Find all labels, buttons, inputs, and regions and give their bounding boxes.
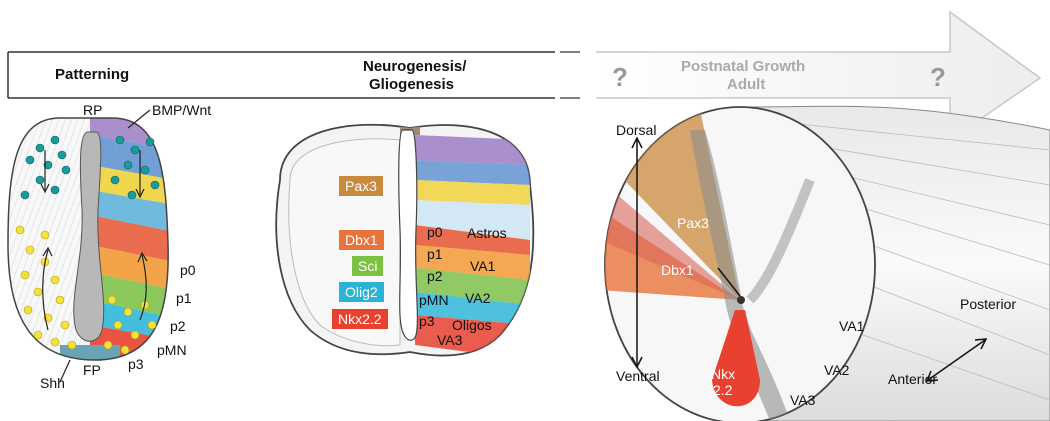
p2-domain-p1: p1 [427,246,443,262]
p2-domain-p3: p3 [419,313,435,329]
bmp-wnt-label: BMP/Wnt [152,102,211,118]
domain-p2-label: p2 [170,318,186,334]
shh-label: Shh [40,375,65,391]
stage-neurogenesis-label-2: Gliogenesis [369,76,454,93]
roof-plate-label: RP [83,102,102,118]
pax3-region-label: Pax3 [677,215,709,231]
adult-va1-label: VA1 [839,318,864,334]
adult-va3-label: VA3 [790,392,815,408]
tf-tag-sci: Sci [352,256,383,276]
floor-plate-label: FP [83,362,101,378]
nkx22-region-label-2: 2.2 [713,382,732,398]
fate-va1: VA1 [470,258,495,274]
p2-domain-p0: p0 [427,224,443,240]
domain-p0-label: p0 [180,262,196,278]
stage-patterning-label: Patterning [55,66,129,83]
nkx22-region-label-1: Nkx [711,366,735,382]
stage-neurogenesis-label-1: Neurogenesis/ [363,58,466,75]
stage-postnatal-label-1: Postnatal Growth [681,58,805,75]
domain-pmn-label: pMN [157,342,187,358]
tf-tag-pax3: Pax3 [339,176,383,196]
dbx1-region-label: Dbx1 [661,262,694,278]
tf-tag-olig2: Olig2 [339,282,384,302]
p2-domain-pmn: pMN [419,292,449,308]
fate-astros: Astros [467,225,507,241]
fate-va3: VA3 [437,332,462,348]
panel-patterning [0,110,180,382]
fate-va2: VA2 [465,290,490,306]
domain-p3-label: p3 [128,356,144,372]
adult-va2-label: VA2 [824,362,849,378]
dorsal-label: Dorsal [616,122,656,138]
posterior-label: Posterior [960,296,1016,312]
tf-tag-nkx22: Nkx2.2 [332,309,388,329]
stage-question-mark-2: ? [930,62,946,93]
tf-tag-dbx1: Dbx1 [339,230,384,250]
fate-oligos: Oligos [452,317,492,333]
stage-question-mark-1: ? [612,62,628,93]
anterior-label: Anterior [888,371,937,387]
p2-domain-p2: p2 [427,268,443,284]
domain-p1-label: p1 [176,290,192,306]
stage-postnatal-label-2: Adult [727,76,765,93]
ventral-label: Ventral [616,368,660,384]
